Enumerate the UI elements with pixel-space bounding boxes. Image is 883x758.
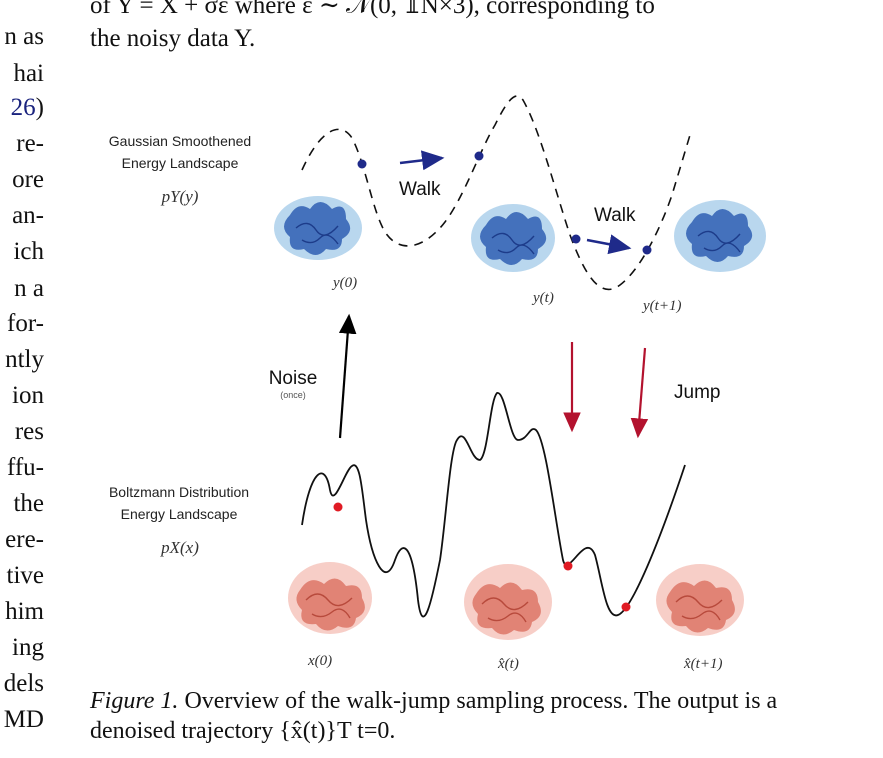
walk-label-2: Walk	[594, 205, 636, 226]
smoothed-energy-curve	[301, 95, 691, 291]
walk-point-y0	[357, 159, 367, 169]
x0-label: x(0)	[307, 653, 332, 669]
left-line: for-	[7, 310, 44, 337]
left-line: re-	[16, 130, 44, 157]
protein-cloud-y0	[274, 196, 362, 260]
left-line-citation[interactable]: 26)	[10, 94, 44, 121]
figure-caption: Figure 1. Overview of the walk-jump samp…	[90, 686, 792, 746]
left-line: res	[14, 418, 44, 445]
left-line: ffu-	[6, 454, 44, 481]
left-line: ntly	[5, 346, 44, 373]
yt1-label: y(t+1)	[641, 298, 681, 314]
left-line: hai	[13, 60, 44, 87]
left-line: ing	[12, 634, 44, 661]
left-line: the	[13, 490, 44, 517]
walk-point-yt1	[642, 245, 652, 255]
left-line: ore	[12, 166, 44, 193]
boltzmann-energy-curve	[301, 392, 686, 618]
walk-label-1: Walk	[399, 179, 441, 200]
protein-cloud-xt1	[656, 564, 744, 636]
noise-label: Noise	[269, 368, 318, 389]
left-column-text: n as hai 26) re- ore an- ich n a for- nt…	[0, 0, 44, 740]
sample-point-xt	[563, 561, 573, 571]
gaussian-symbol: pY(y)	[161, 187, 199, 206]
protein-cloud-yt	[471, 204, 555, 272]
protein-cloud-x0	[288, 562, 372, 634]
walk-arrow-1	[399, 150, 445, 171]
noise-sublabel: (once)	[280, 390, 306, 400]
walk-point-intermediate	[474, 151, 484, 161]
citation-link[interactable]: 26	[10, 94, 36, 121]
left-line: ich	[13, 238, 44, 265]
caption-label: Figure 1.	[90, 688, 179, 714]
y0-label: y(0)	[331, 275, 357, 291]
left-line: an-	[12, 202, 44, 229]
left-line: ion	[12, 382, 44, 409]
walk-point-yt	[571, 234, 581, 244]
jump-arrow-2	[630, 347, 649, 439]
left-line: n as	[4, 23, 44, 50]
walk-arrow-2	[586, 234, 632, 255]
protein-cloud-yt1	[674, 200, 766, 272]
boltzmann-label-line1: Boltzmann Distribution	[109, 484, 249, 500]
sample-point-xt1	[621, 602, 631, 612]
boltzmann-label-line2: Energy Landscape	[121, 506, 238, 522]
left-line: dels	[3, 670, 44, 697]
jump-label: Jump	[674, 382, 720, 403]
noise-arrow	[338, 313, 357, 439]
yt-label: y(t)	[531, 290, 554, 306]
gaussian-label-line2: Energy Landscape	[122, 155, 239, 171]
paragraph-line-2: the noisy data Y.	[90, 25, 256, 52]
caption-text: Overview of the walk-jump sampling proce…	[90, 688, 778, 744]
xt1-label: x̂(t+1)	[683, 656, 722, 672]
left-line: MD	[3, 706, 44, 733]
left-line: him	[5, 598, 44, 625]
left-line: n a	[14, 275, 44, 302]
boltzmann-symbol: pX(x)	[160, 538, 199, 557]
gaussian-label-line1: Gaussian Smoothened	[109, 133, 251, 149]
left-line: ere-	[5, 526, 44, 553]
protein-cloud-xt	[464, 564, 552, 640]
left-line: tive	[6, 562, 45, 589]
sample-point-x0	[333, 502, 343, 512]
paragraph-line-1: of Y = X + σε where ε ∼ 𝒩(0, 𝟙N×3), corr…	[90, 0, 655, 19]
xt-label: x̂(t)	[497, 656, 519, 672]
